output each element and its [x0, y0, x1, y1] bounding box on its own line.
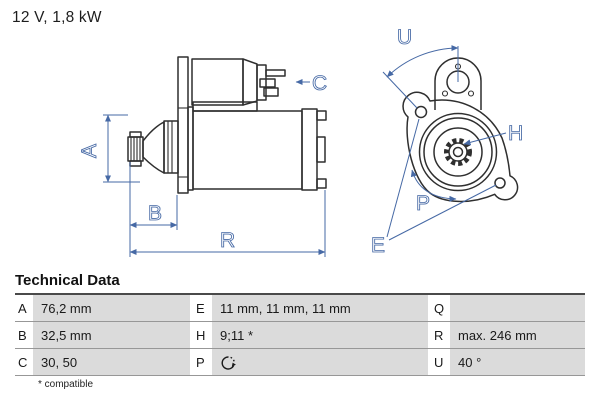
cell-key-q: Q: [431, 295, 450, 321]
page-title: 12 V, 1,8 kW: [12, 9, 102, 26]
drive-end-bell: [142, 121, 165, 174]
flange-hole-lower: [494, 177, 506, 189]
dimension-label-a: A: [78, 144, 101, 158]
angle-arc-u: [386, 45, 459, 78]
cell-value-c: 30, 50: [33, 349, 190, 375]
dimension-label-p: P: [416, 192, 430, 215]
cell-value-u: 40 °: [450, 349, 585, 375]
cell-value-r: max. 246 mm: [450, 322, 585, 348]
technical-data-section: Technical Data A 76,2 mm E 11 mm, 11 mm,…: [15, 272, 585, 390]
cell-key-a: A: [15, 295, 33, 321]
solenoid: [191, 58, 244, 106]
technical-data-heading: Technical Data: [15, 272, 585, 295]
table-row: A 76,2 mm E 11 mm, 11 mm, 11 mm Q: [15, 295, 585, 322]
cell-value-b: 32,5 mm: [33, 322, 190, 348]
solenoid-terminal: [265, 69, 286, 77]
front-view-dimensions: U H P E: [371, 26, 524, 258]
side-view-drawing: [127, 56, 327, 194]
rotation-arc-p: [410, 169, 457, 202]
cell-key-r: R: [431, 322, 450, 348]
side-view-dimensions: A B R C: [78, 72, 328, 257]
table-row: C 30, 50 P U 40 °: [15, 349, 585, 376]
dimension-label-u: U: [397, 26, 412, 49]
cell-key-b: B: [15, 322, 33, 348]
cell-value-h: 9;11 *: [212, 322, 428, 348]
end-cap: [301, 108, 318, 191]
rotation-clockwise-icon: [221, 355, 236, 370]
pinion-teeth-front: [444, 138, 472, 166]
callout-line-h: [463, 132, 507, 146]
dimension-label-e: E: [371, 234, 385, 257]
flange-hole-upper: [414, 105, 428, 119]
front-view-drawing: [402, 57, 519, 203]
dimension-label-b: B: [148, 202, 162, 225]
leader-line-e2: [388, 184, 497, 241]
cell-value-e: 11 mm, 11 mm, 11 mm: [212, 295, 428, 321]
mounting-flange: [177, 56, 189, 194]
table-row: B 32,5 mm H 9;11 * R max. 246 mm: [15, 322, 585, 349]
cell-key-u: U: [431, 349, 450, 375]
motor-body: [192, 110, 303, 190]
pinion-teeth-hatch: [130, 137, 141, 161]
starter-motor-technical-drawing: A B R C U: [78, 26, 524, 258]
pinion-gear: [127, 136, 144, 162]
leader-line-e1: [386, 118, 420, 238]
cell-key-p: P: [193, 349, 212, 375]
dimension-label-c: C: [312, 72, 327, 95]
dimension-label-h: H: [508, 122, 523, 145]
dimension-label-r: R: [220, 229, 235, 252]
compatibility-footnote: * compatible: [38, 379, 94, 390]
cell-value-q: [450, 295, 585, 321]
cell-value-p: [212, 349, 428, 375]
cell-key-e: E: [193, 295, 212, 321]
cell-key-c: C: [15, 349, 33, 375]
cell-value-a: 76,2 mm: [33, 295, 190, 321]
cell-key-h: H: [193, 322, 212, 348]
